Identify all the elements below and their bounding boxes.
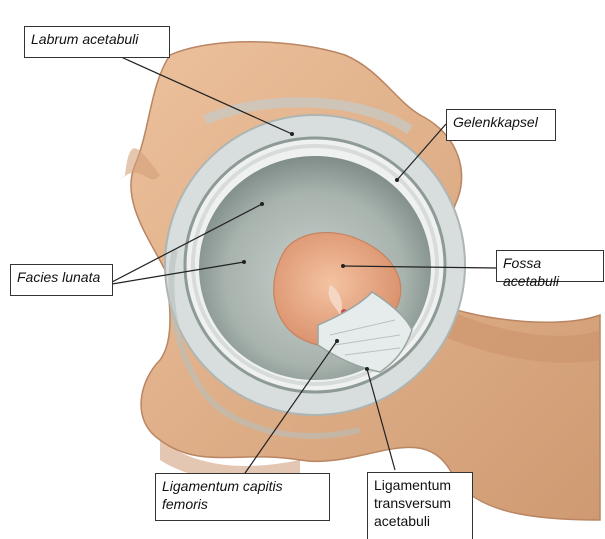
label-gelenkkapsel: Gelenkkapsel bbox=[446, 109, 556, 141]
label-lig-transv-line3: acetabuli bbox=[374, 512, 466, 530]
label-lig-transv-line1: Ligamentum bbox=[374, 476, 466, 494]
label-fossa-text: Fossa acetabuli bbox=[503, 255, 559, 289]
label-labrum-text: Labrum acetabuli bbox=[31, 31, 138, 47]
label-fossa-acetabuli: Fossa acetabuli bbox=[496, 250, 604, 282]
label-lig-capitis-line1: Ligamentum capitis bbox=[162, 477, 323, 495]
label-capsule-text: Gelenkkapsel bbox=[453, 114, 538, 130]
label-labrum-acetabuli: Labrum acetabuli bbox=[24, 26, 170, 58]
label-ligamentum-transversum: Ligamentum transversum acetabuli bbox=[367, 472, 473, 539]
label-lig-capitis-line2: femoris bbox=[162, 495, 323, 513]
label-facies-lunata: Facies lunata bbox=[10, 264, 113, 296]
label-facies-text: Facies lunata bbox=[17, 269, 100, 285]
label-lig-transv-line2: transversum bbox=[374, 494, 466, 512]
label-ligamentum-capitis-femoris: Ligamentum capitis femoris bbox=[155, 473, 330, 521]
